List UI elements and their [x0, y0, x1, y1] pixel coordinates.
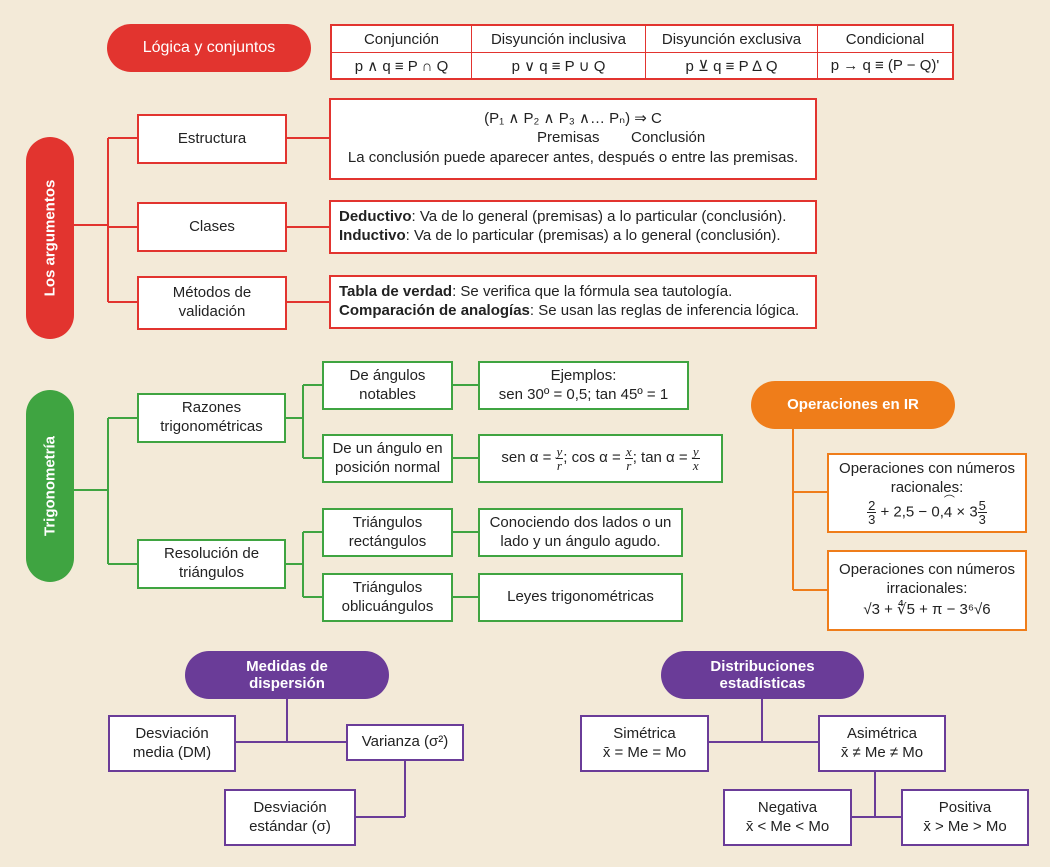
rectangulos-node: Triángulos rectángulos — [322, 508, 453, 557]
desviacion-estandar-node: Desviación estándar (σ) — [224, 789, 356, 846]
metodos-node: Métodos de validación — [137, 276, 287, 330]
premisas-conclusion-labels: Premisas Conclusión — [337, 129, 809, 149]
angulos-notables-node: De ángulos notables — [322, 361, 453, 410]
header-disyuncion-inclusiva: Disyunción inclusiva — [472, 26, 646, 53]
operaciones-title: Operaciones en IR — [751, 381, 955, 429]
trigonometria-title: Trigonometría — [41, 435, 59, 537]
simetrica-label: Simétrica — [613, 724, 676, 742]
argument-formula: (P₁ ∧ P₂ ∧ P₃ ∧… Pₙ) ⇒ C — [484, 110, 662, 128]
irracionales-expression: √3 + ∜5 + π − 3⁶√6 — [863, 601, 991, 619]
formula-disyuncion-inclusiva: p ∨ q ≡ P ∪ Q — [472, 53, 646, 78]
ejemplos-box: Ejemplos: sen 30º = 0,5; tan 45º = 1 — [478, 361, 689, 410]
varianza-node: Varianza (σ²) — [346, 724, 464, 761]
negativa-relation: x̄ < Me < Mo — [745, 817, 830, 835]
premisas-label: Premisas — [537, 129, 600, 146]
header-disyuncion-exclusiva: Disyunción exclusiva — [646, 26, 818, 53]
trigonometria-title-pill: Trigonometría — [26, 390, 74, 582]
formula-conjuncion: p ∧ q ≡ P ∩ Q — [332, 53, 472, 78]
negativa-node: Negativa x̄ < Me < Mo — [723, 789, 852, 846]
positiva-relation: x̄ > Me > Mo — [923, 817, 1007, 835]
logica-title: Lógica y conjuntos — [107, 24, 311, 72]
rectangulos-desc: Conociendo dos lados o un lado y un ángu… — [478, 508, 683, 557]
asimetrica-node: Asimétrica x̄ ≠ Me ≠ Mo — [818, 715, 946, 772]
positiva-label: Positiva — [938, 798, 992, 816]
estructura-detail: (P₁ ∧ P₂ ∧ P₃ ∧… Pₙ) ⇒ C Premisas Conclu… — [329, 98, 817, 180]
irracionales-box: Operaciones con números irracionales: √3… — [827, 550, 1027, 631]
dispersion-title: Medidas de dispersión — [185, 651, 389, 699]
posicion-normal-node: De un ángulo en posición normal — [322, 434, 453, 483]
header-condicional: Condicional — [818, 26, 952, 53]
formula-disyuncion-exclusiva: p ⊻ q ≡ P ∆ Q — [646, 53, 818, 78]
leyes-box: Leyes trigonométricas — [478, 573, 683, 622]
argumentos-title-pill: Los argumentos — [26, 137, 74, 339]
estructura-node: Estructura — [137, 114, 287, 164]
logic-operations-table: Conjunción Disyunción inclusiva Disyunci… — [330, 24, 954, 80]
clases-detail: Deductivo: Va de lo general (premisas) a… — [329, 200, 817, 254]
metodos-detail: Tabla de verdad: Se verifica que la fórm… — [329, 275, 817, 329]
distribuciones-title: Distribuciones estadísticas — [661, 651, 864, 699]
inductivo-line: Inductivo: Va de lo particular (premisas… — [339, 227, 781, 244]
formula-condicional: p → q ≡ (P − Q)' — [830, 57, 940, 74]
resolucion-node: Resolución de triángulos — [137, 539, 286, 589]
conclusion-label: Conclusión — [631, 129, 706, 146]
simetrica-node: Simétrica x̄ = Me = Mo — [580, 715, 709, 772]
irracionales-label: Operaciones con números irracionales: — [839, 560, 1015, 597]
asimetrica-label: Asimétrica — [846, 724, 917, 742]
ejemplos-title: Ejemplos: — [550, 366, 617, 384]
argumentos-title: Los argumentos — [41, 179, 59, 297]
oblicuangulos-node: Triángulos oblicuángulos — [322, 573, 453, 622]
header-conjuncion: Conjunción — [332, 26, 472, 53]
estructura-note: La conclusión puede aparecer antes, desp… — [347, 149, 799, 166]
ejemplos-text: sen 30º = 0,5; tan 45º = 1 — [498, 385, 669, 403]
tabla-verdad-line: Tabla de verdad: Se verifica que la fórm… — [339, 283, 733, 301]
simetrica-relation: x̄ = Me = Mo — [602, 743, 687, 761]
deductivo-line: Deductivo: Va de lo general (premisas) a… — [339, 208, 787, 226]
negativa-label: Negativa — [757, 798, 818, 816]
desviacion-media-node: Desviación media (DM) — [108, 715, 236, 772]
positiva-node: Positiva x̄ > Me > Mo — [901, 789, 1029, 846]
clases-node: Clases — [137, 202, 287, 252]
razones-node: Razones trigonométricas — [137, 393, 286, 443]
racionales-label: Operaciones con números racionales: — [839, 459, 1015, 496]
asimetrica-relation: x̄ ≠ Me ≠ Mo — [840, 743, 924, 761]
analogias-line: Comparación de analogías: Se usan las re… — [339, 302, 800, 319]
